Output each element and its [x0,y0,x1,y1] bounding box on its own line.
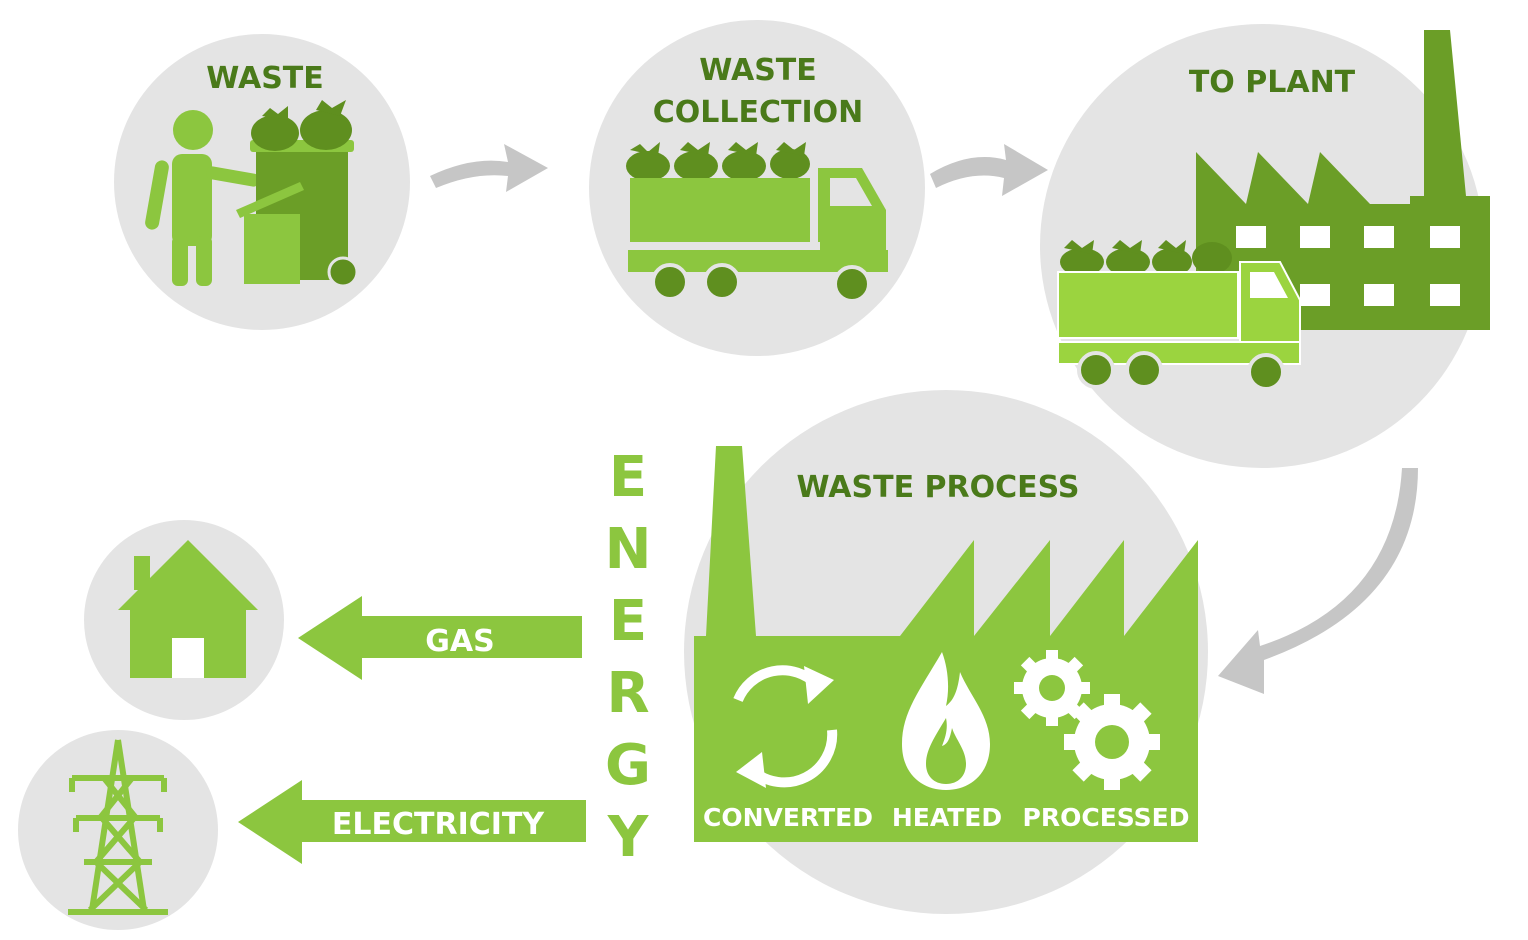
flow-arrow-1 [430,144,548,192]
collection-title-line2: COLLECTION [653,95,864,130]
gas-arrow [298,596,582,680]
energy-letter-r: R [606,661,649,726]
energy-letter-e2: E [609,589,647,654]
electricity-label: ELECTRICITY [332,807,545,842]
output-electricity: ELECTRICITY [18,730,586,930]
electricity-arrow [238,780,586,864]
process-label-processed: PROCESSED [1023,803,1190,832]
to-plant-title: TO PLANT [1189,65,1356,100]
process-label-converted: CONVERTED [703,803,873,832]
step-waste: WASTE [114,34,410,330]
garbage-truck-icon [626,142,888,303]
power-tower-icon [68,739,168,915]
energy-word: E N E R G Y [605,445,652,870]
step-to-plant: TO PLANT [1040,24,1490,468]
person-trash-bin-icon [145,100,359,288]
gears-icon [1014,650,1160,790]
process-label-heated: HEATED [892,803,1002,832]
energy-letter-e1: E [609,445,647,510]
energy-letter-n: N [605,517,652,582]
house-icon [118,540,258,678]
flow-arrow-2 [930,144,1048,196]
step-collection: WASTE COLLECTION [589,20,925,356]
energy-letter-g: G [605,733,651,798]
collection-title-line1: WASTE [699,53,817,88]
waste-title: WASTE [206,61,324,96]
tower-circle [18,730,218,930]
factory-truck-icon [1057,30,1490,391]
gas-label: GAS [425,624,494,659]
recycle-icon [733,665,838,788]
process-title: WASTE PROCESS [797,470,1080,505]
energy-letter-y: Y [607,805,650,870]
flame-icon [902,652,990,790]
output-gas: GAS [84,520,582,720]
flow-arrow-3 [1218,468,1418,694]
step-process: WASTE PROCESS [684,390,1208,914]
